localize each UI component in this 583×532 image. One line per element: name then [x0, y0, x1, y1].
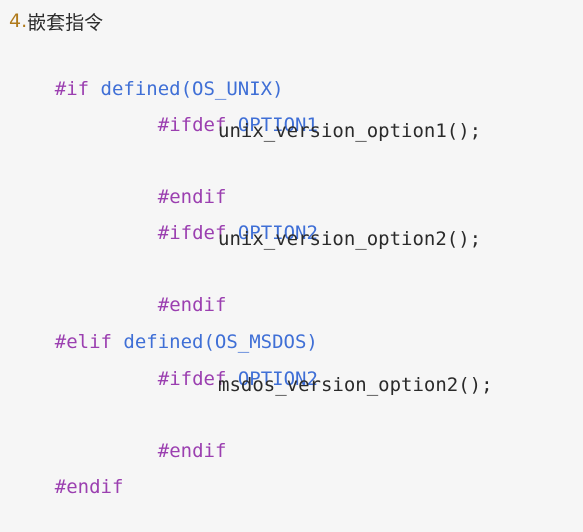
code-line-endif: #endif: [112, 260, 227, 316]
directive-keyword: #endif: [157, 186, 227, 208]
code-line-ifdef-option2: #ifdef OPTION2: [112, 334, 318, 390]
directive-keyword: #endif: [157, 294, 227, 316]
directive-expression: defined(OS_UNIX): [89, 78, 284, 100]
heading-number: 4.: [9, 10, 28, 32]
code-line-ifdef-option1: #ifdef OPTION1: [112, 80, 318, 136]
section-heading: 4. 嵌套指令: [9, 7, 103, 35]
directive-keyword: #endif: [54, 476, 124, 498]
heading-title: 嵌套指令: [27, 11, 104, 34]
code-line-ifdef-option2: #ifdef OPTION2: [112, 188, 318, 244]
code-line-if: #if defined(OS_UNIX): [9, 44, 284, 100]
code-line-endif-outer: #endif: [9, 442, 124, 498]
directive-keyword: #ifdef: [157, 222, 227, 244]
code-line-endif: #endif: [112, 152, 227, 208]
directive-keyword: #elif: [54, 331, 112, 353]
directive-expression: OPTION2: [226, 368, 318, 390]
directive-expression: OPTION1: [226, 114, 318, 136]
directive-keyword: #ifdef: [157, 368, 227, 390]
code-line-call-unix1: unix_version_option1();: [218, 120, 482, 142]
code-line-call-msdos2: msdos_version_option2();: [218, 374, 493, 396]
code-line-elif: #elif defined(OS_MSDOS): [9, 297, 318, 353]
directive-expression: defined(OS_MSDOS): [111, 331, 318, 353]
directive-expression: OPTION2: [226, 222, 318, 244]
code-line-call-unix2: unix_version_option2();: [218, 228, 482, 250]
directive-keyword: #ifdef: [157, 114, 227, 136]
directive-keyword: #endif: [157, 440, 227, 462]
directive-keyword: #if: [54, 78, 90, 100]
code-line-endif: #endif: [112, 406, 227, 462]
